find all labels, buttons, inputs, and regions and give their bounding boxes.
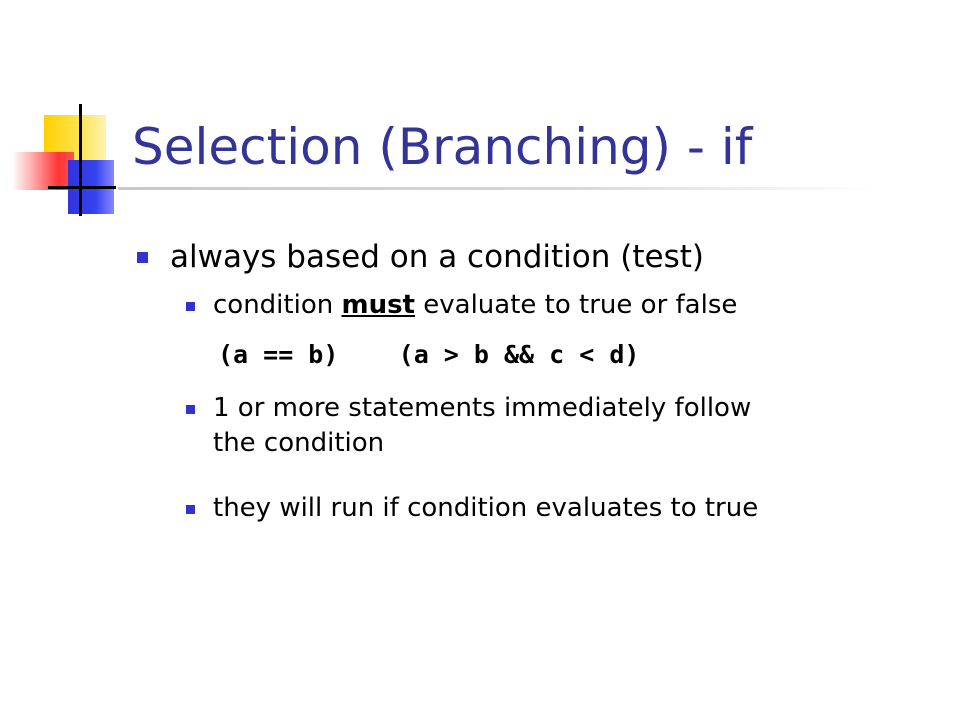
slide-title: Selection (Branching) - if [132, 118, 753, 176]
bullet-condition-must: condition must evaluate to true or false [213, 288, 737, 323]
bullet-square-icon [186, 505, 195, 514]
bullet-they-will-run: they will run if condition evaluates to … [213, 493, 759, 523]
bullet-square-icon [186, 302, 195, 311]
title-underline-rule [118, 187, 878, 190]
decorative-red-bar [12, 152, 74, 190]
code-example-line: (a == b) (a > b && c < d) [218, 338, 639, 372]
code-example-a-equals-b: (a == b) [218, 340, 339, 369]
condition-text-after: evaluate to true or false [415, 290, 738, 320]
code-example-compound: (a > b && c < d) [398, 340, 640, 369]
must-emphasis: must [341, 290, 415, 320]
decorative-horizontal-line [48, 186, 116, 189]
bullet-statements-line2: the condition [213, 428, 385, 458]
decorative-vertical-line [79, 104, 82, 216]
bullet-statements-follow: 1 or more statements immediately follow … [213, 391, 751, 461]
bullet-square-icon [137, 252, 148, 263]
bullet-statements-line1: 1 or more statements immediately follow [213, 393, 752, 423]
code-gap [338, 340, 398, 369]
bullet-always-based: always based on a condition (test) [170, 239, 704, 275]
condition-text-before: condition [213, 290, 342, 320]
bullet-square-icon [186, 405, 195, 414]
